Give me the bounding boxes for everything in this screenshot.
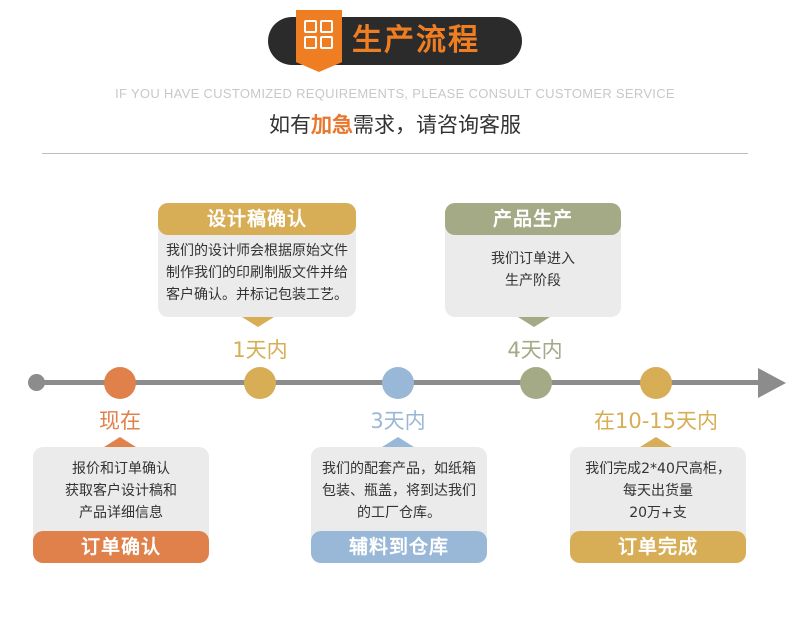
- step-line: 制作我们的印刷制版文件并给: [166, 265, 348, 281]
- subtitle-chinese: 如有加急需求，请咨询客服: [0, 109, 790, 139]
- timeline-node-3: [382, 367, 414, 399]
- pointer-materials: [382, 437, 414, 447]
- pointer-production: [518, 317, 550, 327]
- divider: [42, 153, 748, 154]
- step-title-production: 产品生产: [445, 203, 621, 235]
- timeline-arrow-icon: [758, 368, 786, 398]
- step-body-order-complete: 我们完成2*40尺高柜， 每天出货量 20万+支: [570, 458, 746, 524]
- step-line: 报价和订单确认: [72, 461, 170, 477]
- subtitle-post: 需求，请咨询客服: [353, 113, 521, 137]
- timeline-start-dot: [28, 374, 45, 391]
- subtitle-highlight: 加急: [311, 113, 353, 137]
- subtitle-english: IF YOU HAVE CUSTOMIZED REQUIREMENTS, PLE…: [115, 86, 675, 101]
- timeline-node-4: [520, 367, 552, 399]
- time-label-order-confirm: 现在: [99, 409, 141, 433]
- subtitle-pre: 如有: [269, 113, 311, 137]
- step-title-order-complete: 订单完成: [570, 531, 746, 563]
- step-line: 我们完成2*40尺高柜，: [585, 461, 731, 477]
- time-label-production: 4天内: [507, 338, 563, 362]
- page-title: 生产流程: [352, 23, 480, 58]
- step-line: 产品详细信息: [79, 505, 163, 521]
- pointer-design-confirm: [242, 317, 274, 327]
- step-line: 客户确认。并标记包装工艺。: [166, 287, 348, 303]
- step-title-materials: 辅料到仓库: [311, 531, 487, 563]
- step-title-design-confirm: 设计稿确认: [158, 203, 356, 235]
- time-label-materials: 3天内: [370, 409, 426, 433]
- grid-icon: [296, 10, 342, 72]
- step-body-design-confirm: 我们的设计师会根据原始文件 制作我们的印刷制版文件并给 客户确认。并标记包装工艺…: [158, 240, 356, 306]
- step-line: 每天出货量: [623, 483, 693, 499]
- timeline-node-1: [104, 367, 136, 399]
- step-body-materials: 我们的配套产品，如纸箱 包装、瓶盖，将到达我们 的工厂仓库。: [311, 458, 487, 524]
- step-line: 生产阶段: [505, 273, 561, 289]
- step-line: 包装、瓶盖，将到达我们: [322, 483, 476, 499]
- time-label-design-confirm: 1天内: [232, 338, 288, 362]
- step-line: 20万+支: [629, 505, 687, 521]
- step-title-order-confirm: 订单确认: [33, 531, 209, 563]
- timeline-node-2: [244, 367, 276, 399]
- timeline-node-5: [640, 367, 672, 399]
- pointer-order-confirm: [104, 437, 136, 447]
- step-body-production: 我们订单进入 生产阶段: [445, 248, 621, 292]
- step-body-order-confirm: 报价和订单确认 获取客户设计稿和 产品详细信息: [33, 458, 209, 524]
- step-line: 我们的配套产品，如纸箱: [322, 461, 476, 477]
- step-line: 我们的设计师会根据原始文件: [166, 243, 348, 259]
- pointer-order-complete: [640, 437, 672, 447]
- step-line: 的工厂仓库。: [357, 505, 441, 521]
- step-line: 获取客户设计稿和: [65, 483, 177, 499]
- step-line: 我们订单进入: [491, 251, 575, 267]
- time-label-order-complete: 在10-15天内: [593, 409, 719, 433]
